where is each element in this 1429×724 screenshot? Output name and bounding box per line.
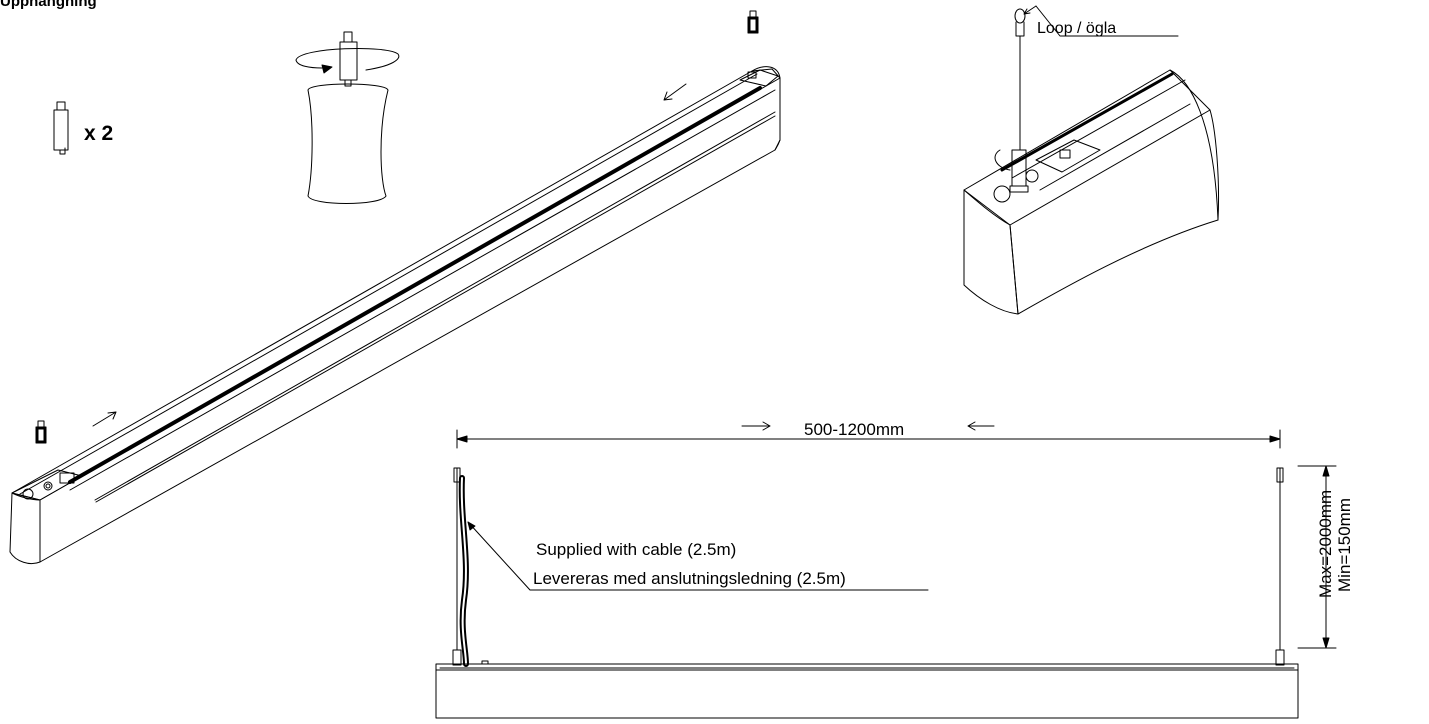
mounting-bag-detail: [296, 32, 399, 204]
direction-arrow-icon: [93, 412, 116, 426]
cable-note-english: Supplied with cable (2.5m): [536, 540, 737, 559]
quantity-label: x 2: [84, 122, 114, 145]
end-cap-detail: [964, 6, 1219, 314]
loop-label: Loop / ögla: [1037, 20, 1117, 37]
screw-icon: [54, 102, 68, 154]
cable-note-swedish: Levereras med anslutningsledning (2.5m): [533, 569, 846, 588]
luminaire-perspective: [10, 67, 780, 564]
direction-arrow-icon: [664, 84, 686, 100]
height-max-label: Max=2000mm: [1316, 489, 1335, 598]
section-heading: Upphängning: [0, 0, 97, 10]
screw-icon: [748, 11, 758, 33]
distance-dimension-label: 500-1200mm: [804, 420, 905, 439]
screw-icon: [36, 421, 46, 443]
front-elevation: [436, 422, 1336, 718]
height-min-label: Min=150mm: [1335, 497, 1354, 592]
